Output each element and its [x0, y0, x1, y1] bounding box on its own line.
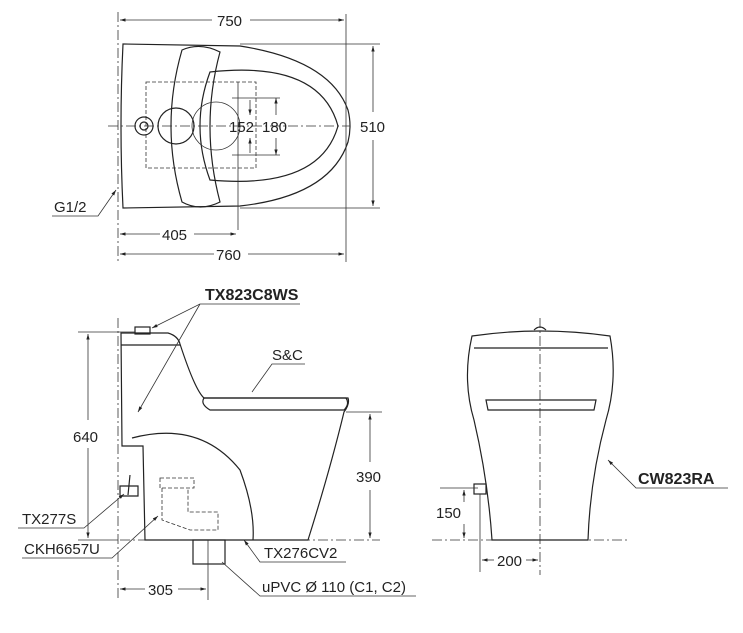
flush-button: [134, 326, 151, 335]
bowl-rim: [199, 69, 339, 182]
leader-model: [607, 459, 728, 489]
label-cw823ra: CW823RA: [638, 471, 715, 488]
bowl-outline: [120, 43, 351, 209]
tank-lid: [170, 45, 221, 208]
toilet-front-outline: [466, 330, 614, 541]
label-g12: G1/2: [54, 199, 87, 216]
dim-390: 390: [356, 469, 381, 486]
stop-valve: [473, 483, 487, 495]
leader-ckh: [22, 515, 159, 559]
label-upvc: uPVC Ø 110 (C1, C2): [262, 579, 406, 596]
dim-510: 510: [360, 119, 385, 136]
dim-640: 640: [73, 429, 98, 446]
dim-180: 180: [262, 119, 287, 136]
seat-front: [485, 399, 597, 411]
leader-tx276: [243, 539, 346, 563]
side-view: 640 390 305 TX823C8WS S&C TX277S CKH6657…: [18, 287, 416, 600]
pipe: [192, 539, 226, 565]
label-tx823c8ws: TX823C8WS: [205, 287, 299, 304]
dim-760: 760: [216, 247, 241, 264]
leader-flush-2: [137, 303, 201, 413]
tank-hidden: [145, 81, 257, 169]
stop-valve: [119, 474, 139, 497]
leader-upvc: [221, 561, 416, 597]
outlet-kit-hidden: [161, 488, 219, 531]
dim-150: 150: [436, 505, 461, 522]
leader-tx277s: [18, 493, 125, 529]
dim-200: 200: [497, 553, 522, 570]
dim-152: 152: [229, 119, 254, 136]
label-tx277s: TX277S: [22, 511, 76, 528]
leader-g12: [52, 189, 117, 217]
dim-405: 405: [162, 227, 187, 244]
flush-button: [533, 326, 547, 331]
top-view: 152 180 750 510 405 760 G1/2: [52, 12, 385, 264]
label-tx276cv2: TX276CV2: [264, 545, 337, 562]
dim-750: 750: [217, 13, 242, 30]
label-ckh6657u: CKH6657U: [24, 541, 100, 558]
front-view: CW823RA 150 200: [432, 318, 728, 575]
outlet-hidden: [159, 477, 195, 489]
seat-cover: [202, 397, 349, 411]
leader-sc: [251, 363, 305, 393]
label-sc: S&C: [272, 347, 303, 364]
trapway-curve: [131, 432, 254, 541]
toilet-side-outline: [120, 332, 350, 541]
dim-305: 305: [148, 582, 173, 599]
leader-flush: [151, 303, 300, 329]
